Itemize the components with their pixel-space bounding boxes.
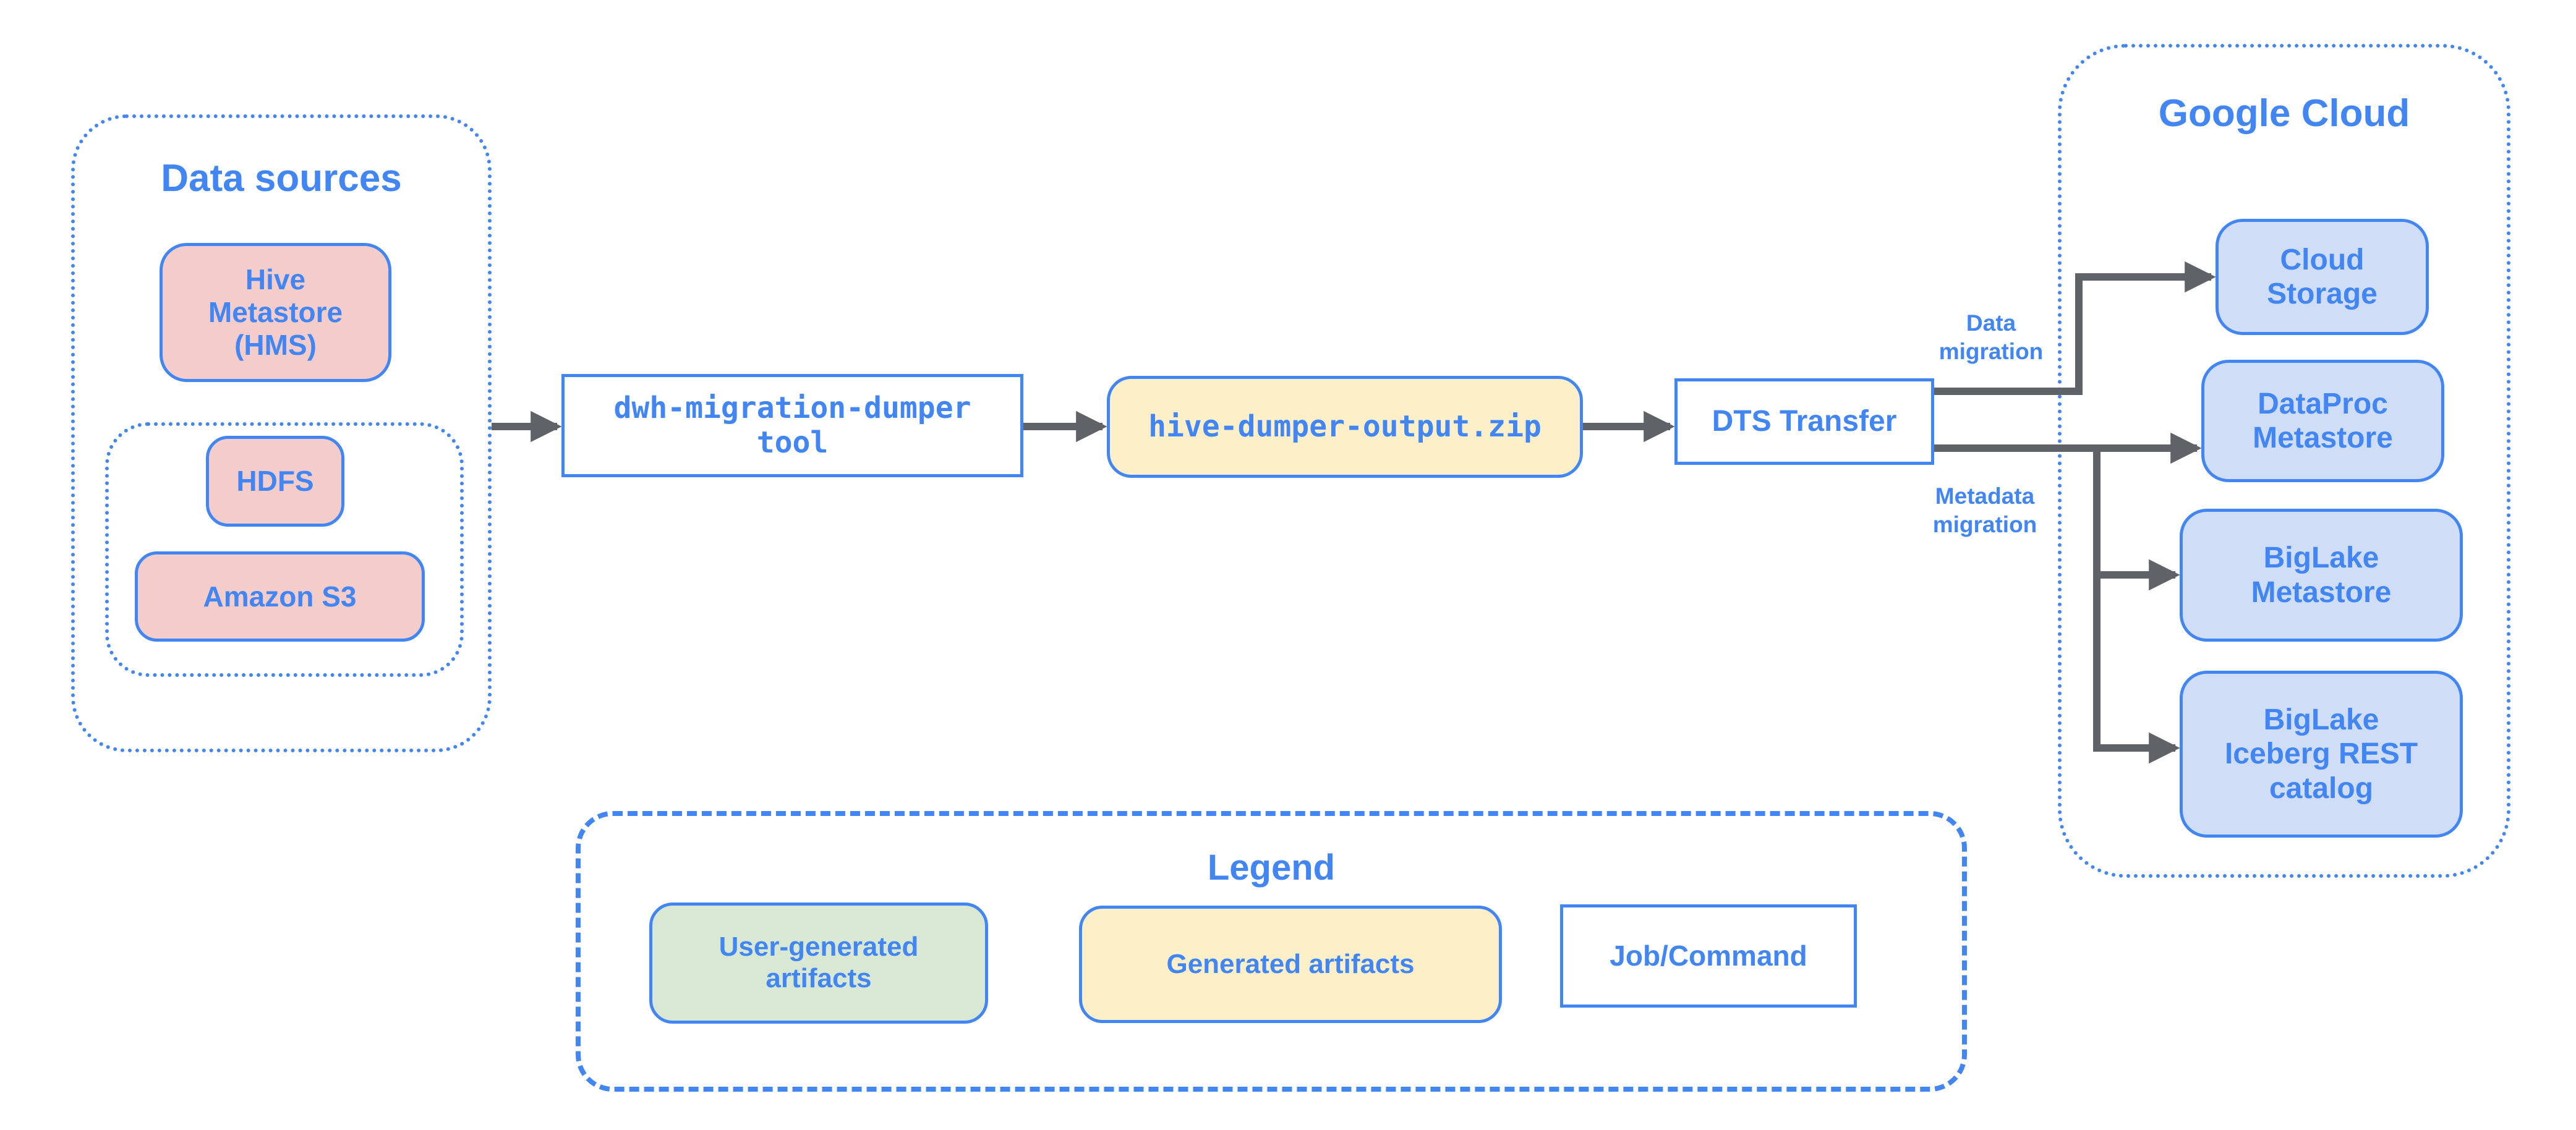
- cloud-storage-label: Cloud Storage: [2267, 243, 2378, 310]
- data-sources-group: [71, 114, 492, 752]
- legend-generated-label: Generated artifacts: [1166, 948, 1415, 979]
- hive-metastore-box: Hive Metastore (HMS): [160, 243, 391, 382]
- google-cloud-title: Google Cloud: [2158, 92, 2410, 135]
- legend-user-generated-box: User-generated artifacts: [649, 903, 988, 1024]
- cloud-storage-box: Cloud Storage: [2216, 219, 2429, 335]
- legend-job-command-label: Job/Command: [1610, 940, 1807, 972]
- biglake-iceberg-box: BigLake Iceberg REST catalog: [2180, 671, 2463, 838]
- onprem-storage-group: [105, 422, 464, 677]
- hdfs-box: HDFS: [206, 436, 344, 527]
- data-sources-title: Data sources: [161, 157, 402, 200]
- legend-user-generated-label: User-generated artifacts: [719, 932, 919, 993]
- dts-transfer-label: DTS Transfer: [1712, 405, 1897, 438]
- hdfs-label: HDFS: [236, 465, 314, 498]
- dumper-output-box: hive-dumper-output.zip: [1107, 376, 1583, 478]
- dataproc-metastore-label: DataProc Metastore: [2253, 387, 2393, 454]
- biglake-metastore-box: BigLake Metastore: [2180, 509, 2463, 642]
- data-migration-label: Data migration: [1938, 310, 2044, 365]
- amazon-s3-label: Amazon S3: [203, 580, 357, 613]
- dumper-output-label: hive-dumper-output.zip: [1148, 409, 1542, 444]
- dumper-tool-label: dwh-migration-dumper tool: [613, 391, 971, 460]
- biglake-iceberg-label: BigLake Iceberg REST catalog: [2224, 703, 2418, 805]
- dataproc-metastore-box: DataProc Metastore: [2201, 360, 2444, 482]
- legend-title: Legend: [1207, 848, 1336, 888]
- legend-group: [576, 811, 1967, 1092]
- legend-generated-box: Generated artifacts: [1079, 906, 1502, 1023]
- metadata-migration-label: Metadata migration: [1932, 483, 2037, 538]
- google-cloud-group: [2058, 44, 2510, 878]
- dts-transfer-box: DTS Transfer: [1674, 378, 1934, 465]
- legend-job-command-box: Job/Command: [1560, 904, 1857, 1008]
- amazon-s3-box: Amazon S3: [135, 551, 425, 642]
- dumper-tool-box: dwh-migration-dumper tool: [561, 374, 1023, 477]
- hive-metastore-label: Hive Metastore (HMS): [208, 263, 343, 361]
- biglake-metastore-label: BigLake Metastore: [2251, 542, 2392, 609]
